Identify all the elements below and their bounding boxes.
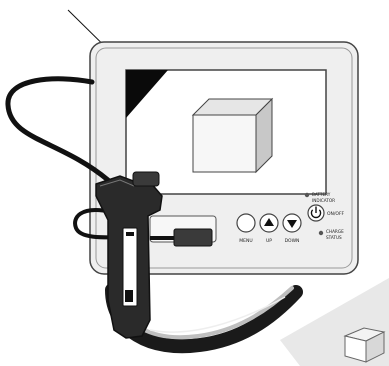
down-button[interactable] [283, 214, 301, 232]
battery-label-1: BATTERY [312, 192, 331, 197]
down-label: DOWN [285, 238, 300, 244]
power-button[interactable] [308, 205, 324, 221]
menu-button[interactable] [237, 214, 255, 232]
handle-grip-mark [126, 232, 134, 236]
handle-cap [133, 172, 159, 186]
charge-label-2: STATUS [326, 235, 342, 240]
screen-cube-image [193, 99, 272, 172]
up-button[interactable] [260, 214, 278, 232]
port-plug [174, 229, 212, 246]
battery-label-2: INDICATOR [312, 198, 335, 203]
battery-indicator-led [305, 193, 309, 197]
menu-label: MENU [239, 238, 252, 244]
charge-status-led [319, 231, 323, 235]
charge-label-1: CHARGE [326, 229, 344, 234]
onoff-label: ON/OFF [327, 211, 345, 217]
handle-slider [125, 290, 133, 302]
up-label: UP [266, 238, 272, 244]
